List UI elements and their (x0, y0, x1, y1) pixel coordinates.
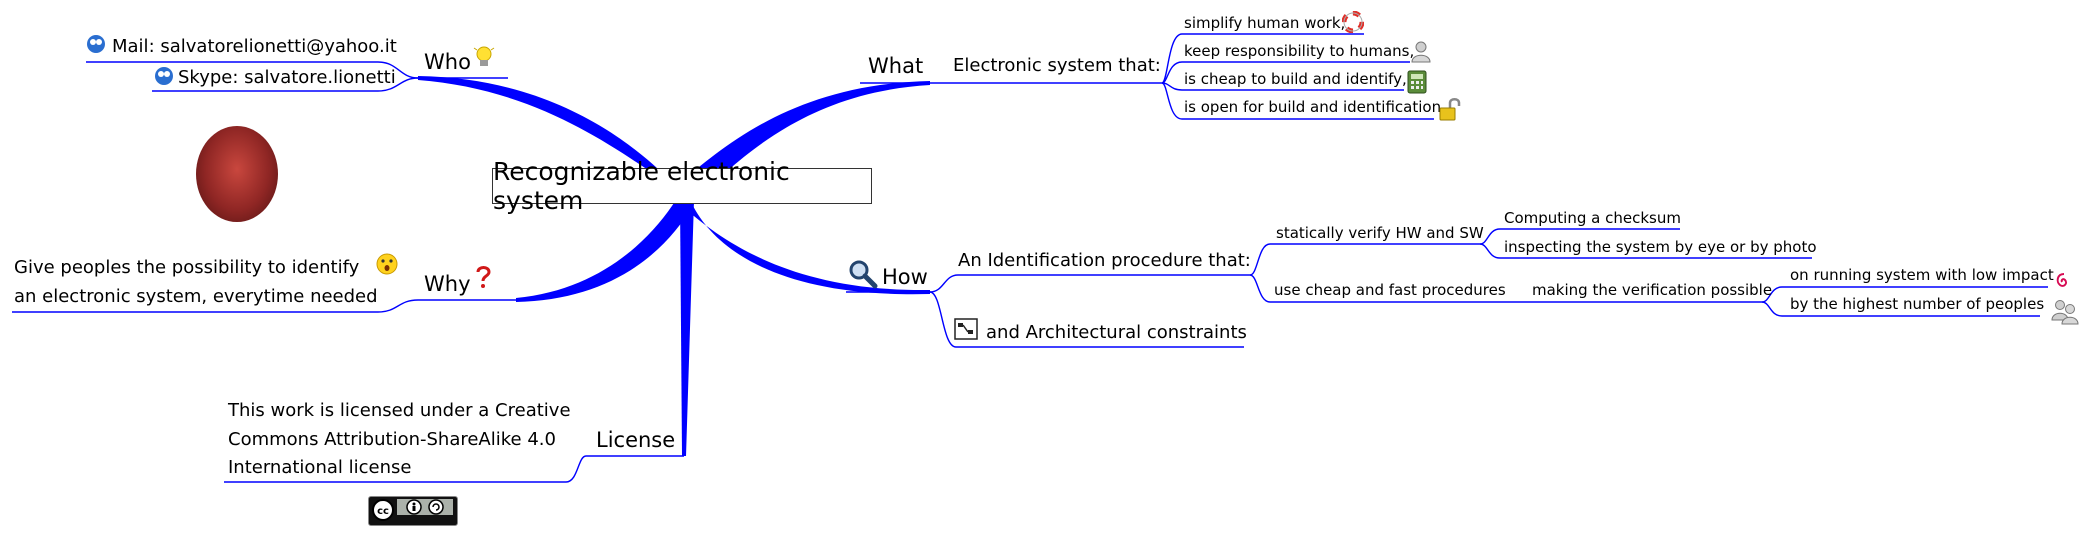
surprised-face-icon (376, 253, 398, 275)
constraints-node[interactable]: and Architectural constraints (986, 322, 1247, 343)
who-label[interactable]: Who (424, 50, 471, 74)
messenger-icon (155, 67, 173, 85)
branch-license (680, 200, 694, 456)
procedure-node[interactable]: An Identification procedure that: (958, 250, 1251, 271)
thin-connectors (12, 33, 2048, 483)
license-text-line (224, 455, 587, 483)
what-label[interactable]: What (868, 54, 924, 78)
procedure-line (929, 274, 1250, 293)
lightbulb-icon (473, 46, 495, 66)
question-mark-icon (476, 266, 491, 288)
running-line (1761, 286, 2048, 303)
verify-node[interactable]: statically verify HW and SW (1276, 224, 1484, 242)
diagram-icon (954, 318, 978, 340)
branch-how (680, 204, 930, 295)
constraints-line (929, 291, 1244, 348)
branch-why (516, 200, 694, 302)
license-label[interactable]: License (596, 428, 676, 452)
calculator-icon (1407, 70, 1427, 94)
what-item2-line (1161, 61, 1410, 84)
verify-line (1249, 243, 1480, 276)
messenger-icon (87, 35, 105, 53)
debian-swirl-icon (2056, 273, 2068, 287)
checksum-node[interactable]: Computing a checksum (1504, 209, 1681, 227)
why-label[interactable]: Why (424, 272, 471, 296)
what-node[interactable]: Electronic system that: (953, 55, 1161, 76)
license-text-line-2[interactable]: Commons Attribution-ShareAlike 4.0 (228, 429, 556, 450)
unlocked-padlock-icon (1439, 98, 1461, 121)
what-item-2[interactable]: keep responsibility to humans, (1184, 42, 1415, 60)
cheap-line (1249, 274, 1512, 303)
group-of-people-icon (2051, 300, 2079, 325)
how-label[interactable]: How (882, 265, 928, 289)
who-mail-line (86, 61, 419, 79)
highest-line (1761, 301, 2040, 317)
what-item4-line (1161, 82, 1434, 120)
why-text-line-2[interactable]: an electronic system, everytime needed (14, 286, 378, 307)
why-text-line (12, 299, 419, 313)
checksum-line (1479, 228, 1680, 245)
cc-by-sa-icon[interactable]: cc (368, 496, 458, 526)
who-skype-line (152, 77, 419, 92)
license-text-line-1[interactable]: This work is licensed under a Creative (228, 400, 571, 421)
running-node[interactable]: on running system with low impact (1790, 266, 2054, 284)
what-item-1[interactable]: simplify human work, (1184, 14, 1346, 32)
cheap-node[interactable]: use cheap and fast procedures (1274, 281, 1506, 299)
who-skype-text[interactable]: Skype: salvatore.lionetti (178, 67, 396, 88)
inspect-node[interactable]: inspecting the system by eye or by photo (1504, 238, 1817, 256)
why-text-line-1[interactable]: Give peoples the possibility to identify (14, 257, 360, 278)
magnifier-icon (849, 260, 878, 289)
central-topic[interactable]: Recognizable electronic system (492, 157, 872, 215)
highest-node[interactable]: by the highest number of peoples (1790, 295, 2045, 313)
what-item-3[interactable]: is cheap to build and identify, (1184, 70, 1407, 88)
who-mail-text[interactable]: Mail: salvatorelionetti@yahoo.it (112, 36, 397, 57)
license-text-line-3[interactable]: International license (228, 457, 412, 478)
making-node[interactable]: making the verification possible (1532, 281, 1773, 299)
what-item-4[interactable]: is open for build and identification (1184, 98, 1442, 116)
inspect-line (1479, 243, 1812, 259)
svg-text:cc: cc (377, 506, 389, 517)
person-icon (1411, 41, 1431, 63)
what-item3-line (1161, 82, 1404, 91)
author-photo (196, 126, 278, 222)
lifebuoy-icon (1342, 11, 1364, 33)
